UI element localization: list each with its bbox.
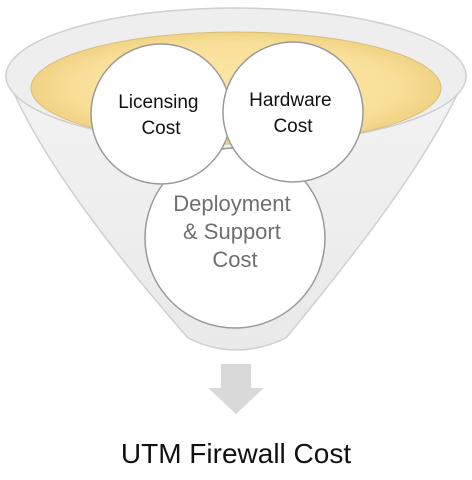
deployment-label-line-3: Cost [212,247,257,272]
svg-text:Hardware Cost: Hardware Cost [249,90,337,137]
circle-deployment: Deployment & Support Cost [144,147,326,329]
circle-hardware: Hardware Cost [222,41,364,183]
svg-text:Licensing Cost: Licensing Cost [118,92,204,139]
circle-licensing: Licensing Cost [90,43,232,185]
deployment-label-line-1: Deployment [173,191,290,216]
licensing-label-line-2: Cost [141,118,181,139]
svg-text:Deployment & Support: Deployment & Support Cost [173,191,297,272]
hardware-label-line-2: Cost [273,116,313,137]
licensing-label-line-1: Licensing [118,92,198,113]
output-label: UTM Firewall Cost [120,438,352,469]
down-arrow-icon [208,364,264,414]
hardware-label-line-1: Hardware [249,90,331,111]
deployment-label-line-2: & Support [183,219,281,244]
